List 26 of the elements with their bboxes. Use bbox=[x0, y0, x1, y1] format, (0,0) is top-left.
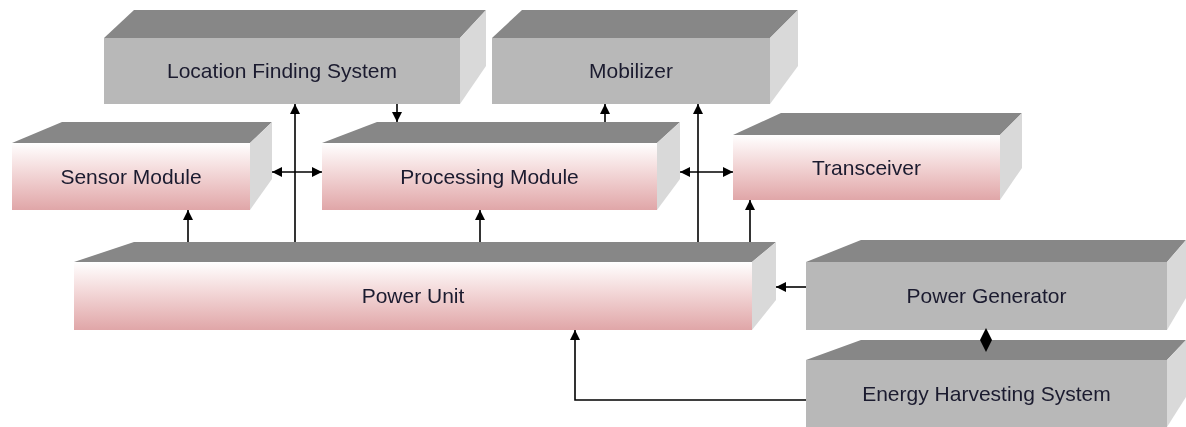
arrow bbox=[570, 329, 807, 401]
box-label: Transceiver bbox=[812, 154, 921, 181]
arrow bbox=[392, 103, 402, 123]
block-box bbox=[806, 240, 1186, 330]
arrow bbox=[679, 167, 734, 177]
block-box bbox=[733, 113, 1022, 200]
box-label: Power Unit bbox=[361, 283, 465, 310]
block-box bbox=[492, 10, 798, 104]
block-box bbox=[12, 122, 272, 210]
block-box bbox=[322, 122, 680, 210]
arrow bbox=[693, 103, 703, 243]
block-box bbox=[806, 340, 1186, 427]
block-box bbox=[104, 10, 486, 104]
box-label: Processing Module bbox=[400, 163, 579, 190]
box-label: Power Generator bbox=[906, 283, 1067, 310]
arrow bbox=[775, 282, 807, 292]
box-label: Mobilizer bbox=[589, 58, 673, 85]
arrow bbox=[183, 209, 193, 243]
box-label: Location Finding System bbox=[167, 58, 397, 85]
arrow bbox=[600, 103, 610, 123]
arrow bbox=[290, 103, 300, 243]
arrow bbox=[475, 209, 485, 243]
box-label: Energy Harvesting System bbox=[862, 380, 1111, 407]
box-label: Sensor Module bbox=[60, 163, 202, 190]
arrow bbox=[271, 167, 323, 177]
block-box bbox=[74, 242, 776, 330]
